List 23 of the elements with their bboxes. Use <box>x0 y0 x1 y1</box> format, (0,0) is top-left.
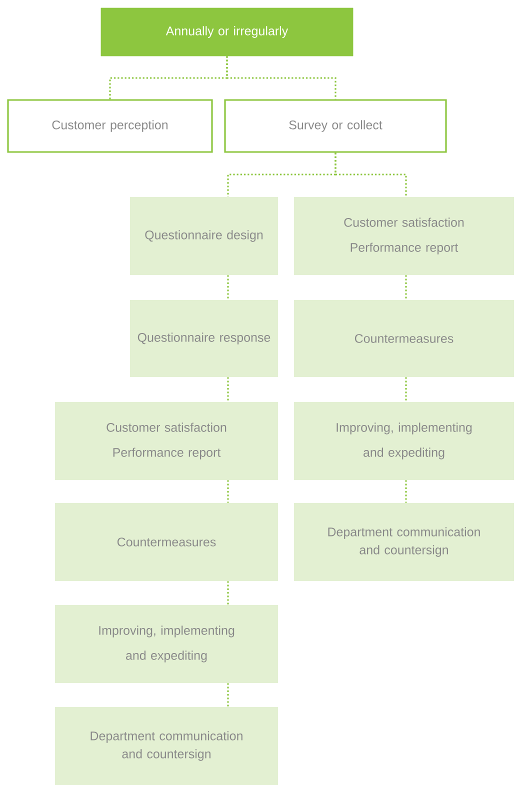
connector-line <box>227 683 229 707</box>
step-box: Countermeasures <box>55 503 278 581</box>
heading-box: Annually or irregularly <box>100 8 354 56</box>
connector-line <box>227 275 229 300</box>
step-box: Customer satisfaction Performance report <box>294 197 514 275</box>
step-box: Questionnaire response <box>130 300 278 377</box>
connector-line <box>405 275 407 300</box>
category-box: Survey or collect <box>224 99 447 153</box>
step-box: Improving, implementing and expediting <box>55 605 278 683</box>
connector-line <box>405 480 407 503</box>
step-box: Improving, implementing and expediting <box>294 402 514 480</box>
step-box: Customer satisfaction Performance report <box>55 402 278 480</box>
connector-line <box>227 377 229 402</box>
step-box: Questionnaire design <box>130 197 278 275</box>
step-box: Department communication and countersign <box>55 707 278 785</box>
connector-line <box>227 581 229 605</box>
step-box: Department communication and countersign <box>294 503 514 581</box>
category-box: Customer perception <box>7 99 213 153</box>
connector-line <box>405 377 407 402</box>
step-box: Countermeasures <box>294 300 514 377</box>
connector-line <box>226 56 336 100</box>
connector-line <box>334 152 407 197</box>
connector-line <box>227 480 229 503</box>
